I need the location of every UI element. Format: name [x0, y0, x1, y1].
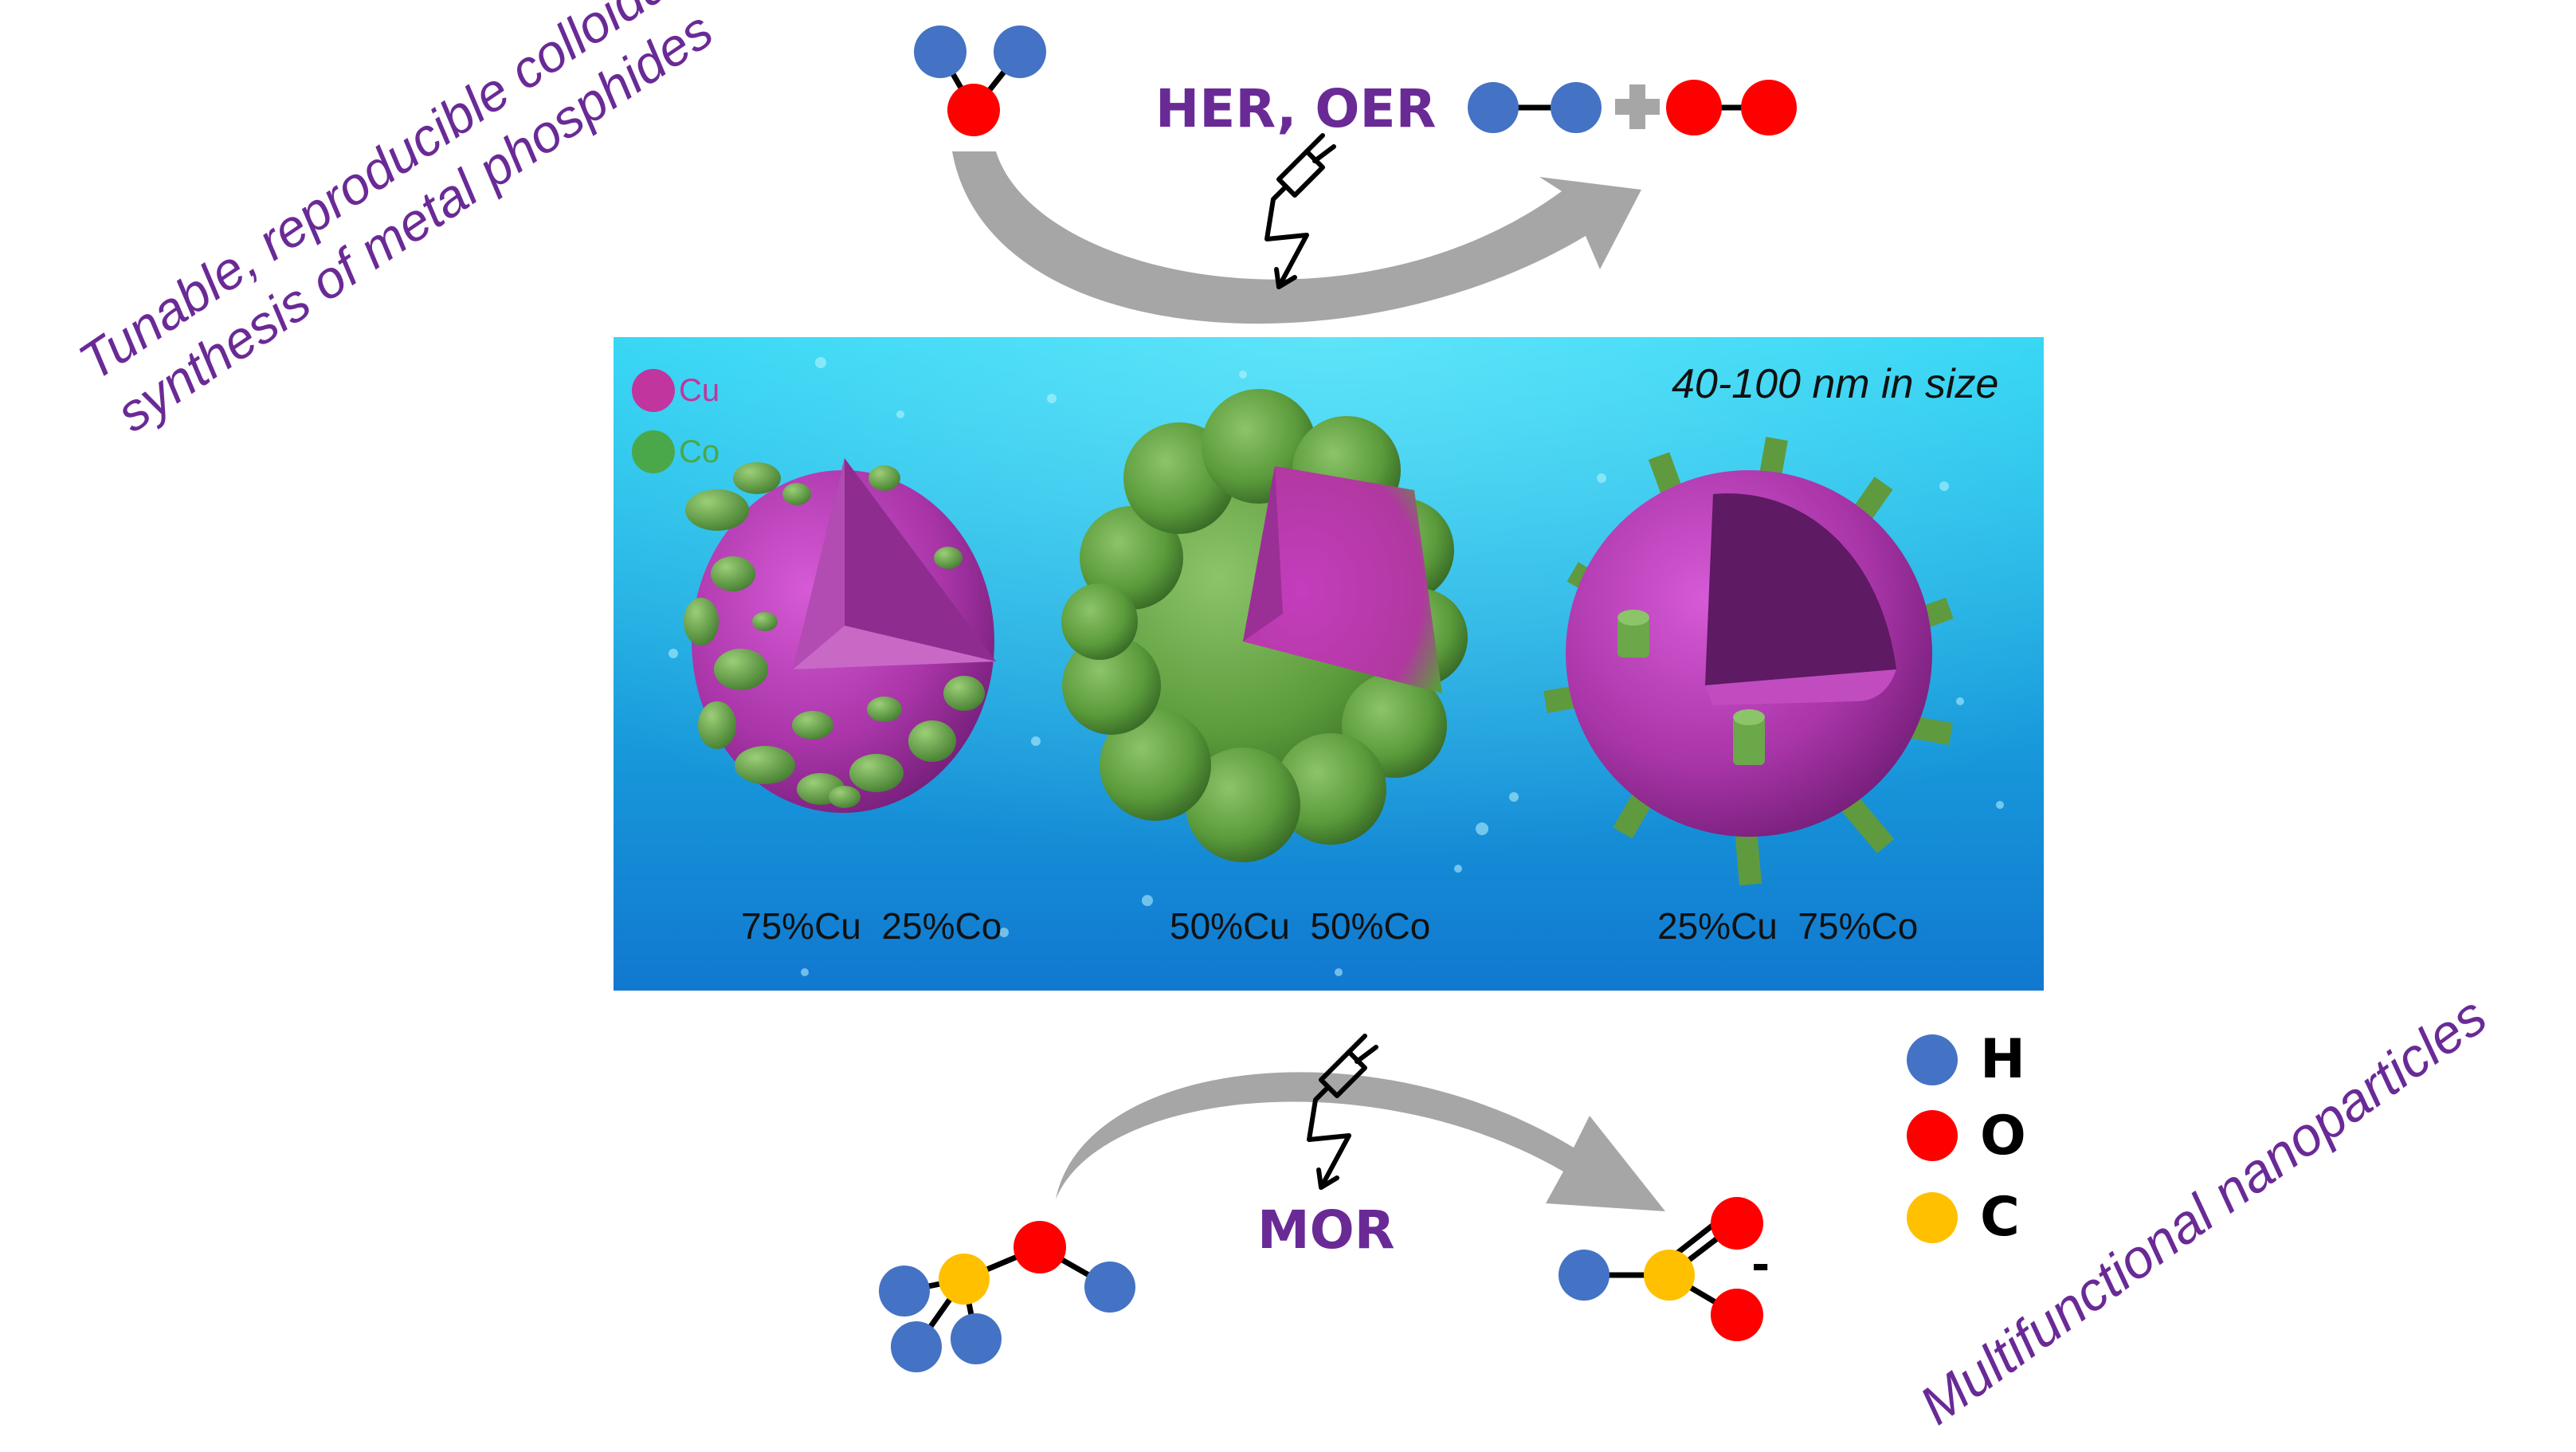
cu-legend-label: Cu — [679, 373, 720, 408]
top-reaction-label: HER, OER — [1155, 78, 1437, 139]
top-reaction-arrow — [952, 151, 1641, 324]
electricity-plug-icon — [1264, 133, 1336, 289]
h2-o2-products — [1468, 80, 1797, 135]
nanoparticle-panel — [614, 337, 2044, 991]
water-molecule — [914, 26, 1046, 136]
electricity-plug-icon-bottom — [1307, 1034, 1378, 1190]
bottom-reaction-arrow — [1020, 1072, 1665, 1211]
hydrogen-atom — [994, 26, 1046, 78]
oxygen-atom — [1711, 1289, 1763, 1341]
particle-caption-3: 25%Cu 75%Co — [1657, 905, 1919, 947]
cu-legend-swatch — [632, 369, 675, 412]
hydrogen-atom — [1551, 82, 1602, 133]
bottom-reaction-label: MOR — [1257, 1199, 1395, 1261]
co-legend-swatch — [632, 430, 675, 473]
particle-caption-1: 75%Cu 25%Co — [741, 905, 1002, 947]
size-label: 40-100 nm in size — [1672, 361, 1999, 407]
oxygen-atom — [947, 84, 1000, 136]
charge-sign: - — [1751, 1239, 1770, 1291]
legend-h-label: H — [1980, 1028, 2025, 1091]
oxygen-atom — [1014, 1221, 1066, 1273]
oxygen-atom — [1711, 1197, 1763, 1250]
hydrogen-atom — [1468, 82, 1519, 133]
legend-c-label: C — [1980, 1186, 2020, 1249]
hydrogen-atom — [1084, 1262, 1135, 1313]
oxygen-atom — [1666, 80, 1722, 135]
formate-molecule — [1559, 1197, 1763, 1341]
legend-h-swatch — [1907, 1034, 1958, 1085]
particle-75cu-25co — [684, 458, 996, 813]
hydrogen-atom — [951, 1313, 1002, 1364]
atom-legend — [1907, 1034, 1958, 1243]
carbon-atom — [939, 1254, 990, 1305]
carbon-atom — [1644, 1250, 1695, 1301]
oxygen-atom — [1741, 80, 1797, 135]
legend-c-swatch — [1907, 1192, 1958, 1243]
hydrogen-atom — [914, 26, 966, 78]
legend-o-swatch — [1907, 1110, 1958, 1161]
methanol-molecule — [879, 1221, 1135, 1372]
particle-25cu-75co — [1543, 437, 1954, 886]
particle-caption-2: 50%Cu 50%Co — [1170, 905, 1431, 947]
co-legend-label: Co — [679, 434, 720, 469]
hydrogen-atom — [1559, 1250, 1610, 1301]
particle-50cu-50co — [1061, 389, 1468, 862]
hydrogen-atom — [891, 1321, 942, 1372]
legend-o-label: O — [1980, 1105, 2026, 1167]
hydrogen-atom — [879, 1266, 930, 1317]
